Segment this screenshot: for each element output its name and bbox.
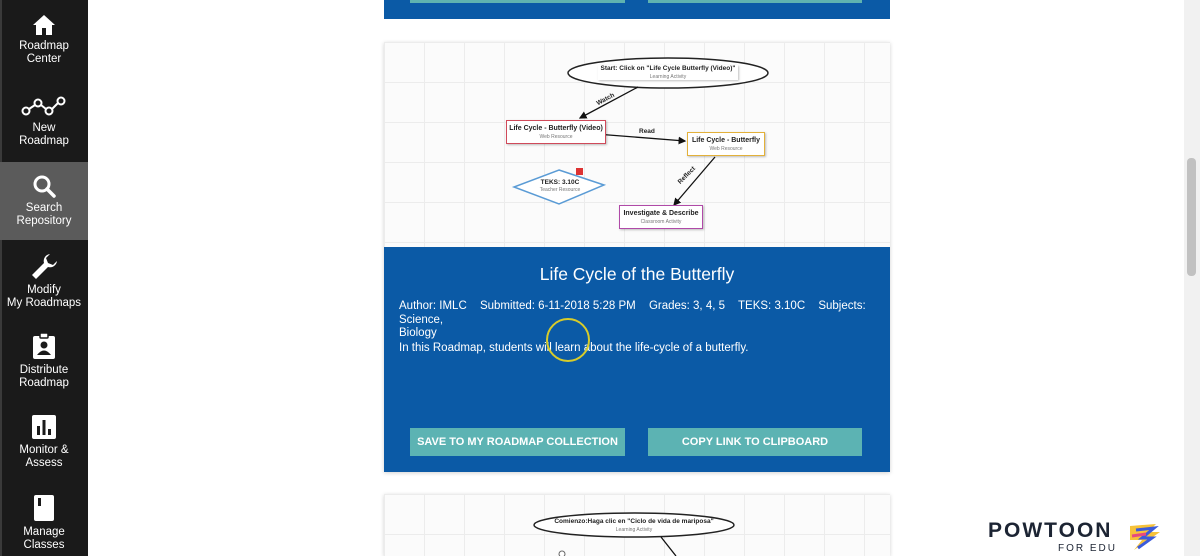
copy-link-button[interactable]: COPY LINK TO CLIPBOARD: [648, 428, 862, 456]
diagram-node-web: Life Cycle - Butterfly Web Resource: [687, 132, 765, 156]
home-icon: [33, 15, 55, 35]
scrollbar-thumb[interactable]: [1187, 158, 1196, 276]
sidebar-item-label: Search: [25, 202, 63, 214]
roadmap-diagram-preview[interactable]: Comienzo:Haga clic en "Ciclo de vida de …: [384, 494, 890, 556]
subjects-continued: Biology: [399, 327, 437, 339]
sidebar-item-distribute-roadmap[interactable]: Distribute Roadmap: [0, 328, 88, 402]
wrench-icon: [32, 254, 57, 279]
apple-icon: [576, 168, 583, 175]
sidebar-item-label: New: [32, 122, 56, 134]
previous-card-footer: [384, 0, 890, 19]
sidebar-item-modify-my-roadmaps[interactable]: Modify My Roadmaps: [0, 246, 88, 320]
sidebar-item-label: Center: [26, 53, 62, 65]
roadmap-card: Comienzo:Haga clic en "Ciclo de vida de …: [384, 494, 890, 556]
diagram-start-node: Comienzo:Haga clic en "Ciclo de vida de …: [554, 518, 714, 533]
sidebar-item-label: Repository: [16, 215, 72, 227]
cursor-highlight: [546, 318, 590, 362]
bar-chart-icon: [32, 415, 56, 439]
clipboard-user-icon: [33, 332, 55, 359]
teks: TEKS: 3.10C: [738, 300, 806, 312]
diagram-node-teks: TEKS: 3.10C Teacher Resource: [539, 179, 581, 193]
powtoon-watermark: POWTOON FOR EDU: [940, 510, 1176, 556]
watermark-title: POWTOON: [988, 519, 1113, 542]
roadmap-description: In this Roadmap, students will learn abo…: [399, 342, 749, 354]
sidebar-item-label: Distribute: [19, 364, 69, 376]
sidebar-item-label: Manage: [23, 526, 65, 538]
sidebar: Roadmap Center New Roadmap Search Reposi…: [0, 0, 88, 556]
diagram-edges: [533, 512, 735, 556]
sidebar-item-monitor-assess[interactable]: Monitor & Assess: [0, 410, 88, 484]
roadmap-card: Start: Click on "Life Cycle Butterfly (V…: [384, 42, 890, 472]
diagram-start-node: Start: Click on "Life Cycle Butterfly (V…: [598, 65, 738, 80]
previous-card-button-edge[interactable]: [410, 0, 625, 3]
sidebar-edge: [0, 0, 2, 556]
diagram-node-video: Life Cycle - Butterfly (Video) Web Resou…: [506, 120, 606, 144]
grades: Grades: 3, 4, 5: [648, 300, 726, 312]
previous-card-button-edge[interactable]: [648, 0, 862, 3]
roadmap-info-panel: Life Cycle of the Butterfly Author: IMLC…: [384, 247, 890, 472]
watermark-subtitle: FOR EDU: [1058, 543, 1117, 554]
roadmap-title: Life Cycle of the Butterfly: [539, 264, 735, 284]
sidebar-item-label: Monitor &: [19, 444, 69, 456]
sidebar-item-label: Roadmap: [19, 135, 69, 147]
sidebar-item-roadmap-center[interactable]: Roadmap Center: [0, 8, 88, 80]
sidebar-item-new-roadmap[interactable]: New Roadmap: [0, 86, 88, 158]
scrollbar-track[interactable]: [1184, 0, 1200, 556]
subjects: Subjects: Science,: [399, 300, 866, 326]
sidebar-item-label: My Roadmaps: [6, 297, 82, 309]
search-icon: [33, 175, 56, 198]
edge-label-read: Read: [639, 128, 655, 135]
diagram-node-investigate: Investigate & Describe Classroom Activit…: [619, 205, 703, 229]
submitted-date: Submitted: 6-11-2018 5:28 PM: [479, 300, 636, 312]
roadmap-diagram-preview[interactable]: Start: Click on "Life Cycle Butterfly (V…: [384, 42, 890, 247]
book-icon: [34, 495, 54, 521]
author: Author: IMLC: [399, 300, 467, 312]
roadmap-nodes-icon: [21, 96, 66, 116]
powtoon-logo-icon: [1130, 524, 1160, 550]
sidebar-item-label: Classes: [23, 539, 65, 551]
sidebar-item-manage-classes[interactable]: Manage Classes: [0, 490, 88, 556]
roadmap-metadata: Author: IMLC Submitted: 6-11-2018 5:28 P…: [399, 300, 879, 341]
sidebar-item-label: Modify: [27, 284, 61, 296]
sidebar-item-label: Roadmap: [19, 40, 69, 52]
save-to-collection-button[interactable]: SAVE TO MY ROADMAP COLLECTION: [410, 428, 625, 456]
sidebar-item-label: Roadmap: [19, 377, 69, 389]
sidebar-item-search-repository[interactable]: Search Repository: [0, 162, 88, 240]
sidebar-item-label: Assess: [25, 457, 63, 469]
